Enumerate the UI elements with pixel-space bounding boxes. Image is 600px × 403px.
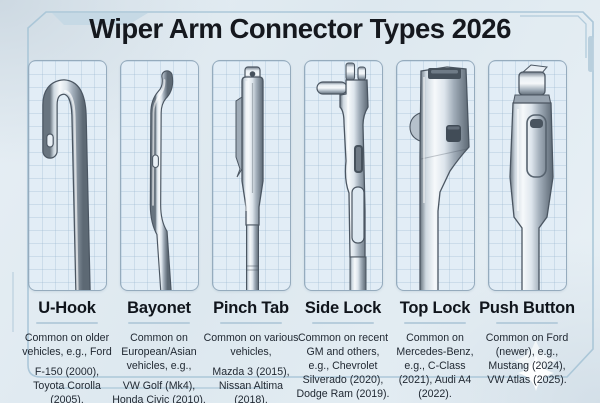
description-line: F-150 (2000), Toyota Corolla (2005). <box>33 366 101 403</box>
side-lock-connector-icon <box>315 62 369 290</box>
connector-description: Common on Ford (newer), e.g., Mustang (2… <box>479 331 575 393</box>
pinch-tab-panel <box>211 60 291 291</box>
description-line: Common on recent GM and others, e.g., Ch… <box>296 332 390 401</box>
description-line: Common on European/Asian vehicles, e.g., <box>121 332 197 373</box>
connector-column-bayonet: Bayonet Common on European/Asian vehicle… <box>111 60 207 403</box>
corner-accent-shape <box>52 13 148 25</box>
connector-column-push-button: Push Button Common on Ford (newer), e.g.… <box>479 60 575 403</box>
connector-column-top-lock: Top Lock Common on Mercedes-Benz, e.g., … <box>389 60 481 403</box>
connector-column-u-hook: U-Hook Common on older vehicles, e.g., F… <box>21 60 113 403</box>
frame-border <box>27 11 594 378</box>
push-button-connector-icon <box>508 64 554 290</box>
connector-name: Side Lock <box>304 299 382 317</box>
right-edge-accent-bar <box>588 36 594 72</box>
bayonet-panel <box>119 60 199 291</box>
name-divider <box>312 322 374 324</box>
connector-name: Bayonet <box>127 299 191 317</box>
top-lock-panel <box>395 60 475 291</box>
push-button-panel <box>487 60 567 291</box>
connector-description: Common on older vehicles, e.g., Ford F-1… <box>19 331 115 403</box>
description-line: Common on various vehicles, <box>203 332 299 359</box>
page-title: Wiper Arm Connector Types 2026 <box>89 13 511 44</box>
connector-column-pinch-tab: Pinch Tab Common on various vehicles, Ma… <box>203 60 299 403</box>
u-hook-connector-icon <box>41 79 91 290</box>
description-line: Common on Mercedes-Benz, e.g., C-Class (… <box>396 332 474 401</box>
connector-name: U-Hook <box>38 299 96 317</box>
sparkle-icon <box>518 355 554 391</box>
connector-name: Pinch Tab <box>213 299 289 317</box>
description-line: VW Golf (Mk4), Honda Civic (2010). <box>112 380 206 403</box>
name-divider <box>404 322 466 324</box>
top-right-accent-line <box>520 15 587 58</box>
pinch-tab-connector-icon <box>235 66 264 290</box>
connector-description: Common on Mercedes-Benz, e.g., C-Class (… <box>387 331 483 403</box>
connector-columns: U-Hook Common on older vehicles, e.g., F… <box>21 60 575 403</box>
name-divider <box>36 322 98 324</box>
connector-description: Common on European/Asian vehicles, e.g.,… <box>111 331 207 403</box>
side-lock-panel <box>303 60 383 291</box>
connector-description: Common on various vehicles, Mazda 3 (201… <box>203 331 299 403</box>
top-lock-connector-icon <box>408 66 470 290</box>
connector-name: Push Button <box>479 299 575 317</box>
connector-name: Top Lock <box>399 299 471 317</box>
name-divider <box>220 322 282 324</box>
connector-column-side-lock: Side Lock Common on recent GM and others… <box>295 60 391 403</box>
name-divider <box>496 322 558 324</box>
name-divider <box>128 322 190 324</box>
description-line: Common on Ford (newer), e.g., Mustang (2… <box>485 332 569 387</box>
description-line: Common on older vehicles, e.g., Ford <box>22 332 112 359</box>
u-hook-panel <box>27 60 107 291</box>
connector-description: Common on recent GM and others, e.g., Ch… <box>295 331 391 403</box>
bayonet-connector-icon <box>149 70 173 290</box>
description-line: Mazda 3 (2015), Nissan Altima (2018). <box>212 366 290 403</box>
